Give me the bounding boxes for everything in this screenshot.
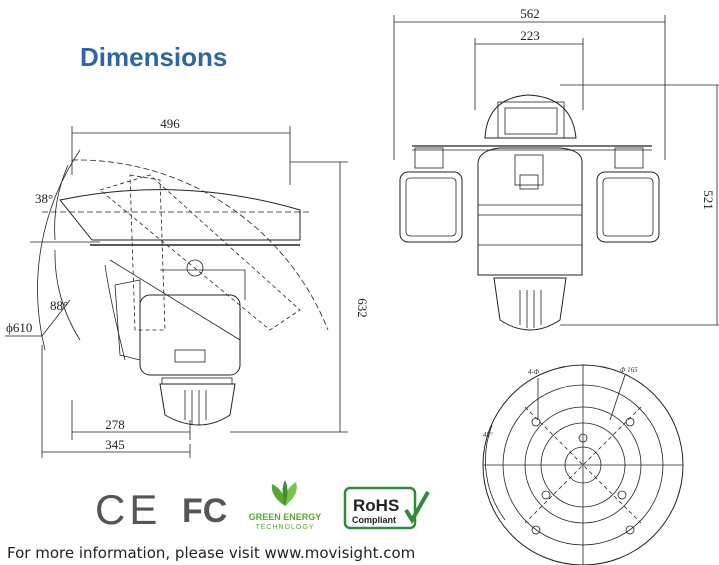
ce-mark-icon: CE bbox=[95, 486, 161, 533]
dim-45deg: 45° bbox=[483, 431, 493, 439]
green-technology-label: TECHNOLOGY bbox=[255, 524, 314, 531]
base-view bbox=[482, 364, 684, 565]
rohs-label: RoHS bbox=[353, 496, 399, 515]
dim-632: 632 bbox=[355, 298, 370, 318]
dim-88deg: 88° bbox=[50, 298, 68, 313]
footer-website-note: For more information, please visit www.m… bbox=[7, 544, 416, 562]
dim-phi-165: Φ 165 bbox=[620, 366, 638, 374]
side-view bbox=[5, 126, 348, 458]
dim-521: 521 bbox=[701, 190, 716, 210]
dim-345: 345 bbox=[105, 437, 125, 452]
green-energy-label: GREEN ENERGY bbox=[249, 512, 322, 522]
front-view bbox=[393, 15, 719, 331]
page-title: Dimensions bbox=[80, 42, 228, 72]
rohs-compliant-label: Compliant bbox=[352, 515, 396, 525]
dim-496: 496 bbox=[160, 116, 180, 131]
certification-logos: CE FC GREEN ENERGY TECHNOLOGY RoHS Compl… bbox=[95, 480, 430, 533]
dim-38deg: 38° bbox=[35, 191, 53, 206]
rohs-badge-frame bbox=[343, 486, 417, 530]
dim-278: 278 bbox=[105, 417, 125, 432]
fcc-mark-icon: FC bbox=[182, 492, 227, 530]
dim-diameter-610: ϕ610 bbox=[6, 320, 32, 335]
dim-562: 562 bbox=[520, 6, 540, 21]
checkmark-icon bbox=[404, 491, 430, 524]
dim-4-phi: 4-Φ bbox=[528, 368, 540, 376]
dim-223: 223 bbox=[520, 28, 540, 43]
green-leaf-icon bbox=[271, 480, 297, 506]
